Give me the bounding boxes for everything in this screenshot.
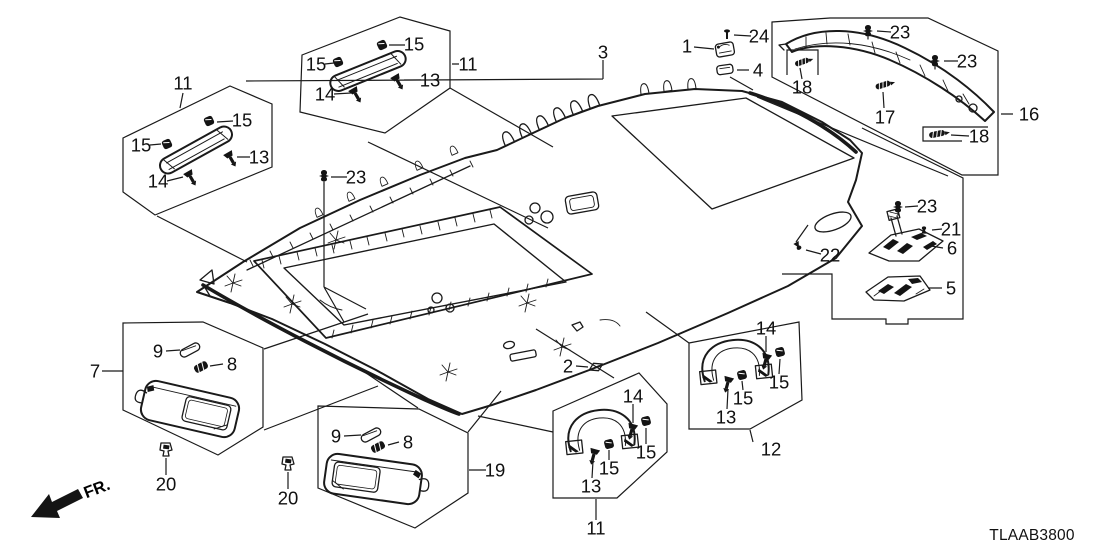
part-callout-20: 20: [156, 474, 177, 495]
rear-roof-trim: [778, 30, 995, 122]
part-callout-2: 2: [563, 356, 573, 377]
part-callout-23: 23: [917, 196, 938, 217]
front-console-parts: [714, 29, 736, 76]
part-callout-15: 15: [733, 388, 754, 409]
part-callout-23: 23: [346, 167, 367, 188]
grab-handle-front-right: [326, 38, 410, 106]
part-callout-14: 14: [315, 84, 336, 105]
diagram-code: TLAAB3800: [989, 527, 1075, 544]
part-callout-9: 9: [331, 426, 341, 447]
part-callout-15: 15: [232, 110, 253, 131]
part-callout-14: 14: [148, 171, 169, 192]
rear-cutout-oval: [814, 211, 852, 233]
part-callout-11: 11: [586, 518, 605, 539]
part-callout-8: 8: [227, 354, 237, 375]
part-callout-18: 18: [969, 126, 990, 147]
assembly-boxes: [122, 16, 999, 529]
part-callout-6: 6: [947, 238, 957, 259]
part-callout-24: 24: [749, 26, 770, 47]
part-callout-15: 15: [599, 458, 620, 479]
grab-handle-front-left: [156, 114, 241, 189]
sunroof-opening: [253, 206, 593, 339]
part-callout-19: 19: [485, 460, 506, 481]
part-callout-15: 15: [131, 135, 152, 156]
part-callout-15: 15: [769, 372, 790, 393]
part-callout-9: 9: [153, 341, 163, 362]
rear-panel-seam: [611, 97, 855, 210]
part-callout-8: 8: [403, 432, 413, 453]
part-callout-23: 23: [957, 51, 978, 72]
part-callout-23: 23: [890, 22, 911, 43]
part-callout-17: 17: [875, 107, 896, 128]
fr-direction-arrow: FR.: [31, 476, 113, 518]
headliner-panel: [196, 77, 863, 416]
part-callout-7: 7: [90, 361, 100, 382]
fastener-clips: [318, 24, 951, 372]
part-callout-14: 14: [623, 386, 644, 407]
part-callout-13: 13: [420, 70, 441, 91]
maplight-cutout: [564, 191, 600, 215]
part-callout-12: 12: [761, 439, 782, 460]
part-callout-3: 3: [598, 42, 608, 63]
part-callout-15: 15: [404, 34, 425, 55]
part-callout-4: 4: [753, 60, 763, 81]
part-callout-21: 21: [941, 219, 962, 240]
part-callout-15: 15: [306, 54, 327, 75]
sun-visor-left: [129, 340, 243, 457]
part-callout-13: 13: [581, 476, 602, 497]
part-callout-22: 22: [820, 245, 841, 266]
pointer-lines: [156, 87, 949, 433]
part-callout-5: 5: [946, 278, 956, 299]
part-callout-1: 1: [682, 36, 692, 57]
part-callout-15: 15: [636, 442, 657, 463]
part-callout-18: 18: [792, 77, 813, 98]
part-callout-20: 20: [278, 488, 299, 509]
wire-harness-detail: [224, 202, 621, 382]
part-callout-11: 11: [173, 73, 192, 94]
part-callout-14: 14: [756, 318, 777, 339]
part-callout-16: 16: [1019, 104, 1040, 125]
part-callout-11: 11: [458, 54, 477, 75]
part-callout-13: 13: [716, 407, 737, 428]
leader-lines: [102, 30, 1013, 520]
fr-label: FR.: [81, 476, 112, 502]
part-callout-13: 13: [249, 147, 270, 168]
